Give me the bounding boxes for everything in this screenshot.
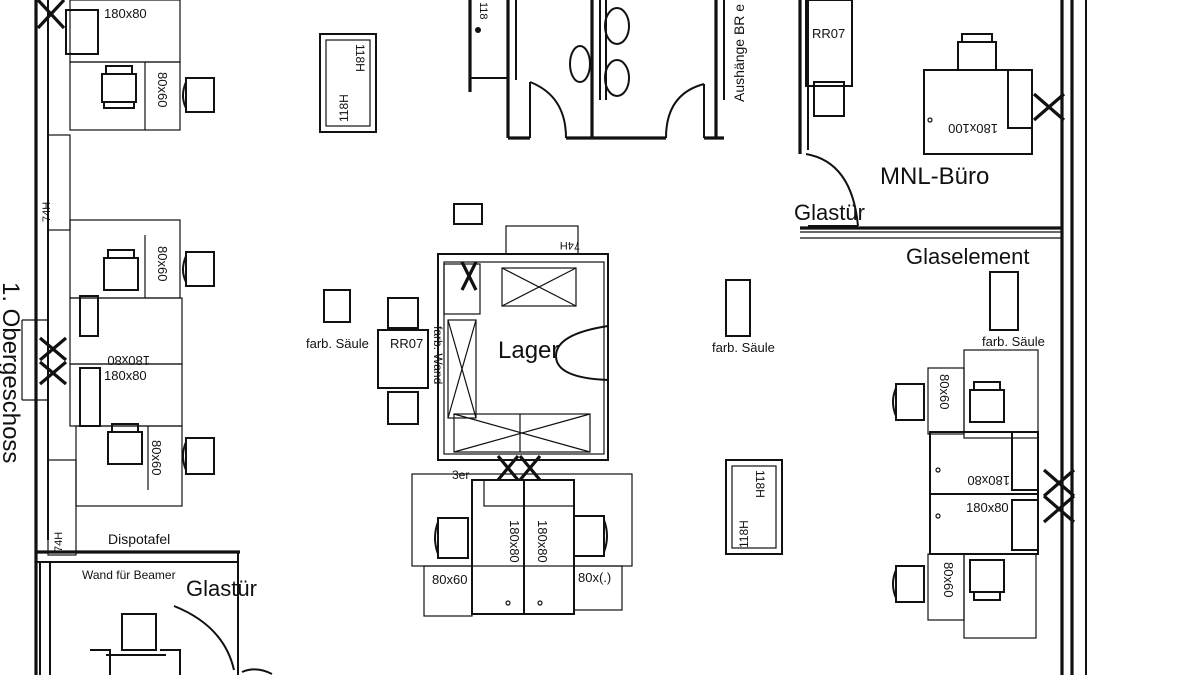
left-office-strip: [69, 0, 183, 507]
beamer-wall-label: Wand für Beamer: [82, 568, 176, 582]
lower-left-partition: [36, 550, 240, 675]
column-label: farb. Säule: [712, 340, 775, 355]
chair: [101, 65, 137, 109]
meeting-table-rr07: [377, 297, 429, 425]
desk-size-label: 80x(.): [578, 570, 611, 585]
rr07-label: RR07: [390, 336, 423, 351]
storage-room-lager: [437, 203, 609, 461]
cabinet-code: 118: [477, 2, 489, 20]
cabinet-code: 118H: [753, 470, 767, 498]
desk-size-label: 80x60: [155, 246, 170, 281]
cabinet-code: 118H: [353, 44, 367, 72]
pinboard-118h-top: [319, 33, 377, 133]
x-marker-left-mid: [38, 336, 68, 386]
cabinet-code: 118H: [337, 94, 351, 122]
glass-door-label: Glastür: [794, 200, 865, 225]
desk-size-label: 80x60: [937, 374, 952, 409]
desk-size-label: 180x80: [535, 520, 550, 563]
chair: [107, 423, 143, 465]
chair: [892, 565, 925, 603]
desk-size-label: 180x80: [967, 473, 1010, 488]
notice-label: Aushänge BR e: [731, 4, 747, 102]
mnl-office-label: MNL-Büro: [880, 163, 989, 190]
chair: [969, 559, 1005, 601]
pinboard-118h-mid: [725, 459, 783, 555]
column-label: farb. Säule: [306, 336, 369, 351]
cabinet-code: 74H: [41, 202, 53, 222]
cabinet-count-label: 3er: [452, 468, 469, 482]
colored-column: [323, 289, 351, 323]
chair: [182, 251, 215, 287]
lager-label: Lager: [498, 337, 559, 364]
chair: [434, 517, 469, 559]
cabinet: [79, 295, 99, 337]
rr07-label: RR07: [812, 26, 845, 41]
desk-size-label: 180x80: [507, 520, 522, 563]
chair: [957, 33, 997, 71]
restroom-block: [468, 0, 725, 140]
cabinet-code: 74H: [53, 532, 65, 552]
desk-size-label: 180x80: [966, 500, 1009, 515]
right-workstations: [927, 349, 1039, 639]
chair: [969, 381, 1005, 423]
desk-size-label: 80x60: [149, 440, 164, 475]
x-marker-right: [1042, 468, 1076, 524]
mnl-office-walls: [798, 0, 1062, 239]
colored-column: [989, 271, 1019, 331]
colored-wall-label: farb. Wand: [431, 326, 445, 384]
floor-label: 1. Obergeschoss: [0, 282, 24, 463]
desk-size-label: 80x60: [432, 572, 467, 587]
desk-size-label: 180x80: [107, 353, 150, 368]
desk-size-label: 80x60: [155, 72, 170, 107]
chair: [573, 515, 608, 557]
desk-size-label: 180x80: [104, 6, 147, 21]
glass-element-label: Glaselement: [906, 244, 1030, 269]
dispotafel-label: Dispotafel: [108, 531, 170, 547]
chair: [813, 81, 845, 117]
x-marker-mnl: [1032, 92, 1066, 122]
desk-size-label: 180x100: [948, 121, 998, 136]
chair: [90, 613, 181, 675]
x-marker-left-top: [36, 0, 66, 30]
chair: [103, 249, 139, 291]
mnl-desk: [923, 69, 1033, 155]
chair: [182, 77, 215, 113]
cabinet: [65, 9, 99, 55]
door-swing: [173, 605, 235, 671]
cabinet: [79, 367, 101, 427]
column-label: farb. Säule: [982, 334, 1045, 349]
cabinet-code: 118H: [737, 520, 751, 548]
door-swing: [241, 668, 273, 675]
right-outer-wall: [1060, 0, 1087, 675]
glass-door-label: Glastür: [186, 576, 257, 601]
cabinet-code: 74H: [560, 239, 580, 251]
desk-size-label: 80x60: [941, 562, 956, 597]
chair: [892, 383, 925, 421]
x-marker-center: [460, 261, 542, 482]
colored-column: [725, 279, 751, 337]
desk-size-label: 180x80: [104, 368, 147, 383]
center-workstations: [411, 473, 633, 617]
chair: [182, 437, 215, 475]
